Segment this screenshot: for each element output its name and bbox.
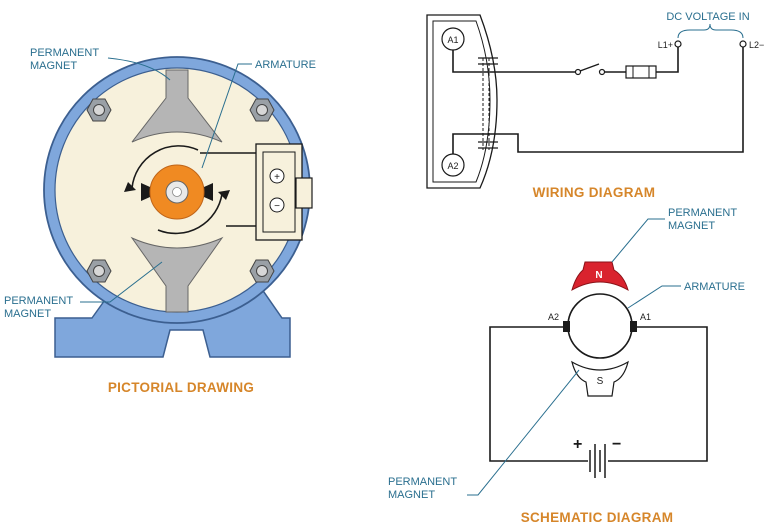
schematic-wire-left: [489, 326, 588, 462]
shaft-center: [172, 187, 182, 197]
pole-piece-bottom: [130, 236, 224, 313]
brush-a2: [563, 321, 570, 332]
brush-a1: [630, 321, 637, 332]
supply-brace: [677, 23, 744, 39]
battery-minus: −: [612, 436, 621, 453]
label-permanent-magnet-s: PERMANENT: [388, 476, 457, 488]
bolt-top-right: [249, 98, 275, 122]
rotation-arrowhead-bottom: [218, 190, 230, 200]
schematic-diagram: + − N A2 A1 S PERMANENT MAGNET ARMATURE …: [388, 207, 745, 525]
bolt-bottom-right: [249, 259, 275, 283]
motor-box-inner: [432, 20, 491, 183]
switch-blade: [579, 63, 600, 72]
pictorial-drawing: + − PERMANENT MAGNET ARMATURE PERMANENT …: [4, 47, 316, 395]
rotation-arrowhead-top: [124, 182, 136, 192]
schematic-armature: [567, 293, 633, 359]
leader-armature-schematic: [627, 285, 681, 309]
wiring-diagram: A1 A2 L1+ L2− DC VOLTAGE IN WIRING DIAGR: [426, 11, 764, 200]
battery-plus: +: [573, 436, 582, 453]
brush-right: [204, 183, 213, 201]
bolt-top-left: [86, 98, 112, 122]
label-permanent-magnet-n: PERMANENT: [668, 207, 737, 219]
title-wiring-diagram: WIRING DIAGRAM: [533, 185, 656, 200]
leader-armature-pictorial: [201, 63, 252, 169]
wire-a2: [452, 46, 744, 154]
brush-left: [141, 183, 150, 201]
title-pictorial-drawing: PICTORIAL DRAWING: [108, 380, 254, 395]
label-permanent-magnet-n-line2: MAGNET: [668, 220, 715, 232]
title-schematic-diagram: SCHEMATIC DIAGRAM: [521, 510, 674, 525]
leader-magnet-top: [107, 57, 171, 81]
label-permanent-magnet-bottom-line2: MAGNET: [4, 308, 51, 320]
svg-text:−: −: [274, 201, 280, 212]
fuse: [625, 65, 657, 79]
svg-text:A2: A2: [447, 161, 458, 171]
label-dc-voltage-in: DC VOLTAGE IN: [666, 11, 749, 23]
terminal-connector: [295, 177, 313, 209]
label-permanent-magnet-top: PERMANENT: [30, 47, 99, 59]
rotation-arrow-bottom: [157, 193, 223, 235]
terminal-box-inner: [262, 151, 296, 233]
pole-piece-top: [131, 69, 223, 143]
bolt-bottom-left: [86, 259, 112, 283]
terminal-negative: −: [269, 197, 285, 213]
schematic-wire-right: [608, 326, 708, 462]
terminal-l1: [674, 40, 682, 48]
label-l2: L2−: [749, 40, 764, 50]
pole-s: [571, 360, 629, 397]
terminal-a2-wiring: A2: [441, 153, 465, 177]
label-a2-schematic: A2: [548, 312, 559, 322]
leader-magnet-s: [467, 369, 580, 496]
svg-text:+: +: [274, 172, 280, 183]
pole-n: [571, 261, 629, 292]
label-l1: L1+: [658, 40, 673, 50]
label-a1-schematic: A1: [640, 312, 651, 322]
wire-fuse-l1: [656, 46, 679, 73]
pole-n-label: N: [595, 270, 602, 281]
label-armature-pictorial: ARMATURE: [255, 59, 316, 71]
leader-magnet-bottom: [80, 261, 163, 303]
terminal-box: [255, 143, 303, 241]
label-armature-schematic: ARMATURE: [684, 281, 745, 293]
pole-s-label: S: [597, 376, 604, 387]
label-permanent-magnet-s-line2: MAGNET: [388, 489, 435, 501]
terminal-positive: +: [269, 168, 285, 184]
label-permanent-magnet-top-line2: MAGNET: [30, 60, 77, 72]
terminal-l2: [739, 40, 747, 48]
svg-text:A1: A1: [447, 35, 458, 45]
label-permanent-magnet-bottom: PERMANENT: [4, 295, 73, 307]
switch-contact-right: [598, 68, 606, 76]
rotation-arrow-top: [131, 145, 199, 189]
terminal-a1-wiring: A1: [441, 27, 465, 51]
leader-magnet-n: [611, 218, 665, 263]
wire-a1: [452, 50, 576, 73]
switch-contact-left: [574, 68, 582, 76]
